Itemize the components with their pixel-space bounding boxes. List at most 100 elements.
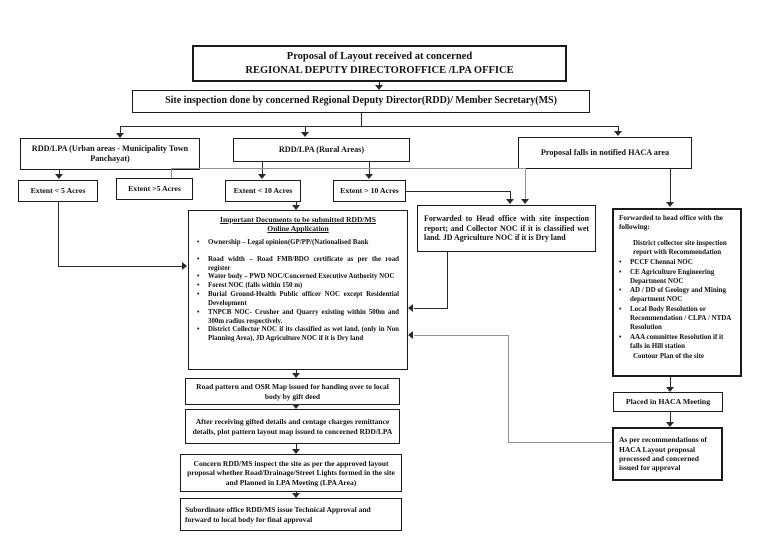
connector-line [508, 335, 509, 443]
forwarded-head-office-right-box: Forwarded to head office with the follow… [612, 208, 742, 377]
arrow-down-icon [258, 174, 266, 179]
doc-item: Forest NOC (falls within 150 m) [197, 282, 399, 291]
arrow-down-icon [666, 387, 674, 392]
arrow-down-icon [301, 132, 309, 137]
arrow-down-icon [521, 199, 529, 204]
forwarded-right-intro: Forwarded to head office with the follow… [619, 214, 724, 232]
connector-line [525, 168, 526, 200]
connector-line [361, 113, 362, 126]
extent-lt10-box: Extent < 10 Acres [225, 180, 301, 202]
after-receiving-box: After receiving gifted details and centa… [185, 409, 400, 444]
bullet-icon [619, 268, 630, 286]
fr-item: AD / DD of Geology and Mining department… [619, 286, 735, 304]
branch-rural-label: RDD/LPA (Rural Areas) [278, 144, 365, 154]
extent-gt5-label: Extent >5 Acres [128, 184, 181, 194]
branch-urban-label: RDD/LPA (Urban areas - Municipality Town… [31, 143, 189, 163]
important-docs-box: Important Documents to be submitted RDD/… [188, 210, 408, 370]
connector-line [618, 126, 619, 132]
connector-line [296, 202, 297, 206]
connector-line [406, 191, 511, 192]
connector-line [508, 442, 612, 443]
arrow-down-icon [292, 493, 300, 498]
forwarded-head-office-mid-label: Forwarded to Head office with site inspe… [424, 213, 589, 243]
arrow-down-icon [292, 373, 300, 378]
connector-line [670, 169, 671, 203]
branch-haca-box: Proposal falls in notified HACA area [518, 137, 692, 169]
bullet-icon [197, 282, 208, 291]
connector-line [414, 308, 448, 309]
arrow-down-icon [55, 174, 63, 179]
as-per-recommendations-box: As per recommendations of HACA Layout pr… [612, 427, 723, 481]
arrow-down-icon [116, 133, 124, 138]
forwarded-right-list: District collector site inspection repor… [619, 239, 735, 362]
bullet-icon [197, 326, 208, 344]
arrow-down-icon [506, 199, 514, 204]
concern-inspect-label: Concern RDD/MS inspect the site as per t… [187, 458, 395, 487]
arrow-down-icon [292, 449, 300, 454]
connector-line [305, 126, 306, 133]
branch-haca-label: Proposal falls in notified HACA area [540, 147, 670, 157]
subordinate-approval-label: Subordinate office RDD/MS issue Technica… [185, 505, 371, 524]
indent-spacer [619, 239, 633, 257]
after-receiving-label: After receiving gifted details and centa… [192, 417, 393, 436]
doc-item: TNPCB NOC- Crusher and Quarry existing w… [197, 309, 399, 327]
arrow-left-icon [408, 331, 413, 339]
arrow-down-icon [666, 422, 674, 427]
connector-line [120, 126, 619, 127]
connector-line [379, 82, 380, 86]
connector-line [414, 335, 509, 336]
important-docs-title: Important Documents to be submitted RDD/… [220, 215, 376, 224]
arrow-down-icon [666, 202, 674, 207]
proposal-received-line2: REGIONAL DEPUTY DIRECTOROFFICE /LPA OFFI… [245, 64, 514, 76]
fr-item: CE Agriculture Engineering Department NO… [619, 268, 735, 286]
proposal-received-line1: Proposal of Layout received at concerned [286, 51, 473, 63]
connector-line [296, 370, 297, 374]
arrow-down-icon [614, 131, 622, 136]
connector-line [171, 168, 172, 178]
road-pattern-label: Road pattern and OSR Map issued for hand… [196, 382, 389, 401]
doc-item: Burial Ground-Health Public officer NOC … [197, 291, 399, 309]
bullet-icon [619, 333, 630, 351]
site-inspection-box: Site inspection done by concerned Region… [132, 90, 590, 113]
bullet-icon [197, 291, 208, 309]
connector-line [59, 170, 60, 175]
fr-item: District collector site inspection repor… [619, 239, 735, 257]
concern-inspect-box: Concern RDD/MS inspect the site as per t… [180, 454, 402, 492]
connector-line [171, 168, 526, 169]
extent-lt10-label: Extent < 10 Acres [233, 186, 293, 196]
extent-lt5-box: Extent < 5 Acres [18, 180, 98, 202]
bullet-icon [197, 239, 208, 248]
doc-item: Water body – PWD NOC/Concerned Executive… [197, 273, 399, 282]
connector-line [670, 377, 671, 388]
bullet-icon [619, 258, 630, 267]
road-pattern-box: Road pattern and OSR Map issued for hand… [185, 378, 400, 405]
important-docs-subtitle: Online Application [267, 224, 329, 234]
extent-lt5-label: Extent < 5 Acres [30, 186, 86, 196]
connector-line [510, 191, 511, 200]
connector-line [120, 126, 121, 134]
arrow-right-icon [182, 262, 187, 270]
extent-gt10-label: Extent > 10 Acres [340, 186, 399, 196]
connector-line [670, 412, 671, 423]
doc-item: Ownership – Legal opinion(GP/PP/(Nationa… [197, 239, 399, 248]
as-per-recommendations-label: As per recommendations of HACA Layout pr… [619, 435, 707, 473]
bullet-icon [197, 273, 208, 282]
connector-line [296, 444, 297, 450]
arrow-down-icon [292, 404, 300, 409]
arrow-down-icon [365, 174, 373, 179]
site-inspection-label: Site inspection done by concerned Region… [165, 95, 557, 107]
important-docs-list: Ownership – Legal opinion(GP/PP/(Nationa… [194, 239, 402, 344]
bullet-icon [619, 286, 630, 304]
branch-rural-box: RDD/LPA (Rural Areas) [233, 138, 410, 162]
placed-haca-label: Placed in HACA Meeting [625, 397, 711, 407]
connector-line [58, 202, 59, 266]
fr-item: AAA committee Resolution if it falls in … [619, 333, 735, 351]
bullet-icon [197, 256, 208, 274]
doc-item: District Collector NOC if its classified… [197, 326, 399, 344]
extent-gt10-box: Extent > 10 Acres [333, 180, 406, 202]
subordinate-approval-box: Subordinate office RDD/MS issue Technica… [180, 498, 402, 531]
forwarded-head-office-mid-box: Forwarded to Head office with site inspe… [417, 205, 596, 252]
arrow-down-icon [292, 205, 300, 210]
extent-gt5-box: Extent >5 Acres [116, 178, 193, 200]
